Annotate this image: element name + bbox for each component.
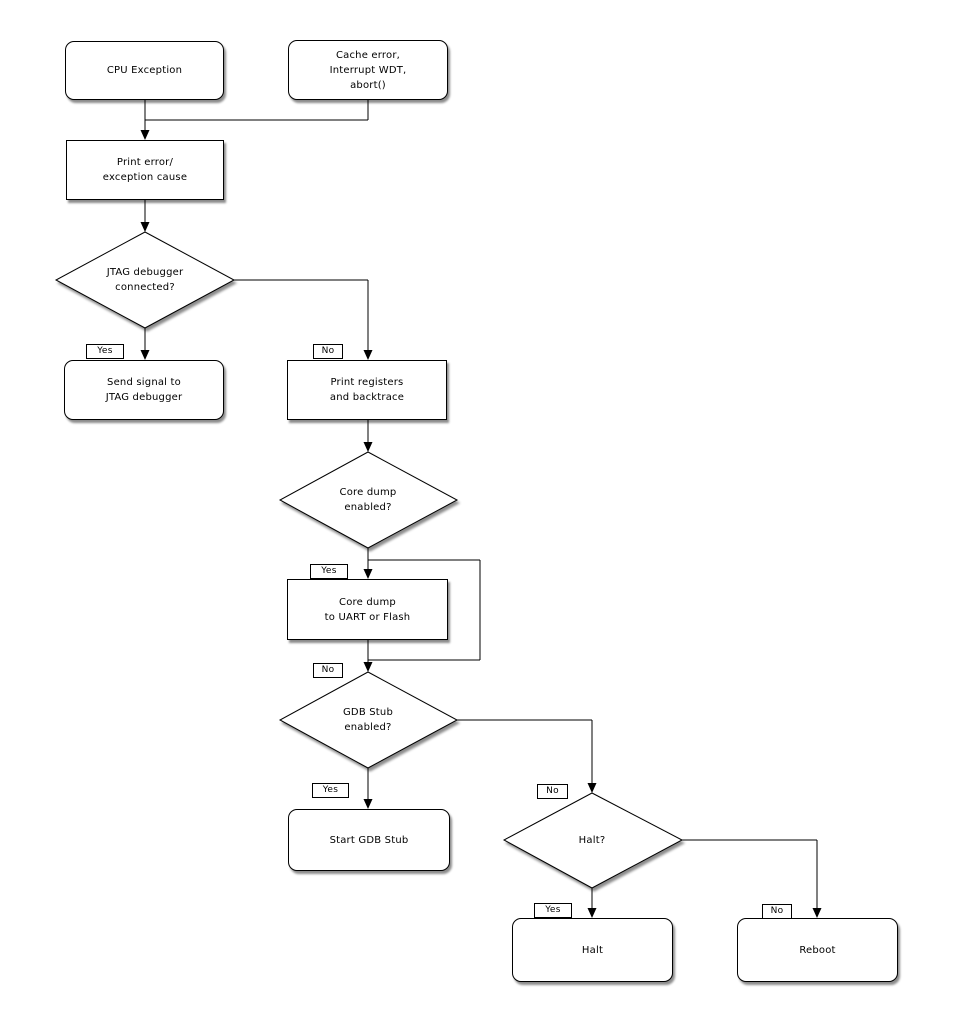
arrowhead xyxy=(587,783,597,793)
arrowhead xyxy=(363,569,373,579)
node-halt: Halt xyxy=(512,918,673,982)
edge-label-no-coredump: No xyxy=(313,663,343,678)
node-print-error-label: Print error/ exception cause xyxy=(102,157,188,183)
edge-label-no-jtag: No xyxy=(313,344,343,359)
arrowhead xyxy=(363,799,373,809)
node-core-dump-label: Core dump to UART or Flash xyxy=(324,596,411,623)
arrowhead xyxy=(363,442,373,452)
node-start-gdb-stub: Start GDB Stub xyxy=(288,809,450,871)
node-halt-label: Halt xyxy=(581,944,604,956)
node-core-dump: Core dump to UART or Flash xyxy=(287,579,448,640)
arrowhead xyxy=(363,662,373,672)
arrowhead xyxy=(140,222,150,232)
edge-label-yes-jtag: Yes xyxy=(86,344,124,359)
arrowhead xyxy=(812,908,822,918)
node-print-error: Print error/ exception cause xyxy=(66,140,224,200)
arrowhead xyxy=(140,130,150,140)
arrowhead xyxy=(363,350,373,360)
node-cache-error-label: Cache error, Interrupt WDT, abort() xyxy=(329,49,407,91)
edge-label-yes-coredump: Yes xyxy=(310,564,348,579)
node-cache-error: Cache error, Interrupt WDT, abort() xyxy=(288,40,448,100)
edge-label-yes-halt: Yes xyxy=(534,903,572,918)
edge-label-no-gdb: No xyxy=(537,784,568,799)
node-send-signal: Send signal to JTAG debugger xyxy=(64,360,224,420)
node-start-gdb-stub-label: Start GDB Stub xyxy=(329,834,409,846)
node-cpu-exception-label: CPU Exception xyxy=(106,65,183,76)
decision-jtag-connected-shape xyxy=(54,231,236,329)
node-reboot: Reboot xyxy=(737,918,898,982)
arrowhead xyxy=(140,350,150,360)
decision-core-dump-enabled-shape xyxy=(278,451,459,549)
node-print-registers-label: Print registers and backtrace xyxy=(329,377,405,403)
arrowhead xyxy=(587,908,597,918)
node-print-registers: Print registers and backtrace xyxy=(287,360,447,420)
node-cpu-exception: CPU Exception xyxy=(65,41,224,100)
edge-label-yes-gdb: Yes xyxy=(312,783,349,798)
node-send-signal-label: Send signal to JTAG debugger xyxy=(105,377,183,403)
decision-halt-shape xyxy=(502,792,684,889)
decision-gdb-stub-enabled-shape xyxy=(278,671,459,769)
node-reboot-label: Reboot xyxy=(799,944,836,956)
edge-label-no-halt: No xyxy=(762,904,792,919)
